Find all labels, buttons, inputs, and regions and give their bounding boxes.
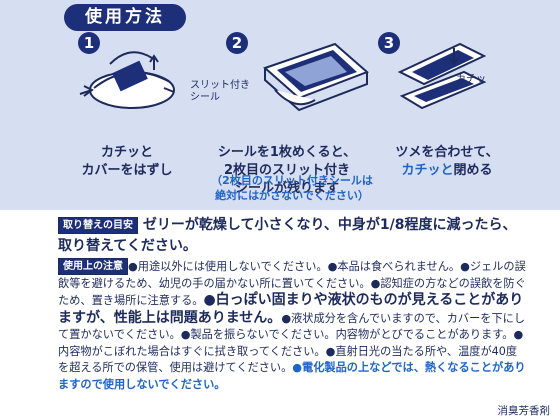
step-2-caption-line2: 2枚目のスリット付き	[223, 163, 351, 178]
step-2-illustration	[263, 42, 369, 112]
step-3-illustration	[397, 42, 487, 110]
precautions-text-1: ●用途以外には使用しないでください。●本品は食べられません。●ジェルの誤飲等を避…	[58, 260, 526, 307]
step-3-number: 3	[378, 32, 400, 54]
product-type-label: 消臭芳香剤	[497, 405, 551, 417]
instructions-panel: 使用方法 1 カチッと カバーをはずし 2 スリット付き シール	[0, 0, 560, 210]
step-1-illustration	[79, 51, 175, 109]
step-1-caption-line2: カバーをはずし	[81, 163, 173, 178]
click-callout: カチッ	[456, 74, 486, 85]
step-2: 2 スリット付き シール シールを1枚めくると、 2枚目のスリット付き シールが…	[190, 26, 380, 196]
precautions-text-emphasis: ●白っぽい固まりや液状のものが見えることがありますが、性能上は問題ありません。	[58, 292, 524, 326]
step-1-caption-line1: カチッと	[100, 145, 153, 160]
usage-precautions: 使用上の注意●用途以外には使用しないでください。●本品は食べられません。●ジェル…	[58, 258, 526, 393]
step-2-caption: シールを1枚めくると、 2枚目のスリット付き シールが残ります	[192, 144, 382, 198]
step-2-number: 2	[226, 32, 248, 54]
usage-method-badge: 使用方法	[64, 4, 186, 31]
step-2-warning-note: （2枚目のスリット付きシールは 絶対にはがさないでください）	[192, 173, 392, 203]
step-3-caption-line1: ツメを合わせて、	[395, 145, 499, 160]
precautions-text-electronics: ●電化製品の上などでは、熱くなることがありますので使用しないでください。	[58, 361, 526, 391]
step-1: 1 カチッと カバーをはずし	[70, 26, 180, 178]
replacement-text: ゼリーが乾燥して小さくなり、中身が1/8程度に減ったら、取り替えてください。	[58, 217, 517, 254]
step-2-caption-line3: シールが残ります	[234, 181, 339, 196]
step-3: 3 カチッ ツメを合わせて、 カチッと閉める	[372, 26, 522, 178]
step-3-caption-line2: カチッと閉める	[372, 162, 522, 180]
replacement-tag: 取り替えの目安	[58, 217, 138, 234]
replacement-guide: 取り替えの目安 ゼリーが乾燥して小さくなり、中身が1/8程度に減ったら、取り替え…	[58, 215, 526, 257]
step-3-caption-rest: 閉める	[453, 163, 493, 178]
step-3-caption: ツメを合わせて、 カチッと閉める	[372, 144, 522, 180]
step-2-note-line2: 絶対にはがさないでください）	[215, 189, 369, 202]
precautions-text-2: ●液状成分を含んでいますので、カバーを下にして置かないでください。●製品を振らな…	[58, 311, 526, 375]
notes-section: 取り替えの目安 ゼリーが乾燥して小さくなり、中身が1/8程度に減ったら、取り替え…	[0, 210, 560, 420]
slit-seal-callout: スリット付き シール	[190, 80, 250, 104]
step-1-number: 1	[78, 32, 100, 54]
slit-seal-callout-text: スリット付き シール	[190, 80, 250, 103]
step-2-caption-line1: シールを1枚めくると、	[217, 145, 357, 160]
precautions-tag: 使用上の注意	[58, 258, 128, 275]
step-1-caption: カチッと カバーをはずし	[62, 144, 192, 180]
step-3-caption-accent: カチッと	[401, 163, 454, 178]
step-2-note-line1: （2枚目のスリット付きシールは	[211, 174, 373, 187]
